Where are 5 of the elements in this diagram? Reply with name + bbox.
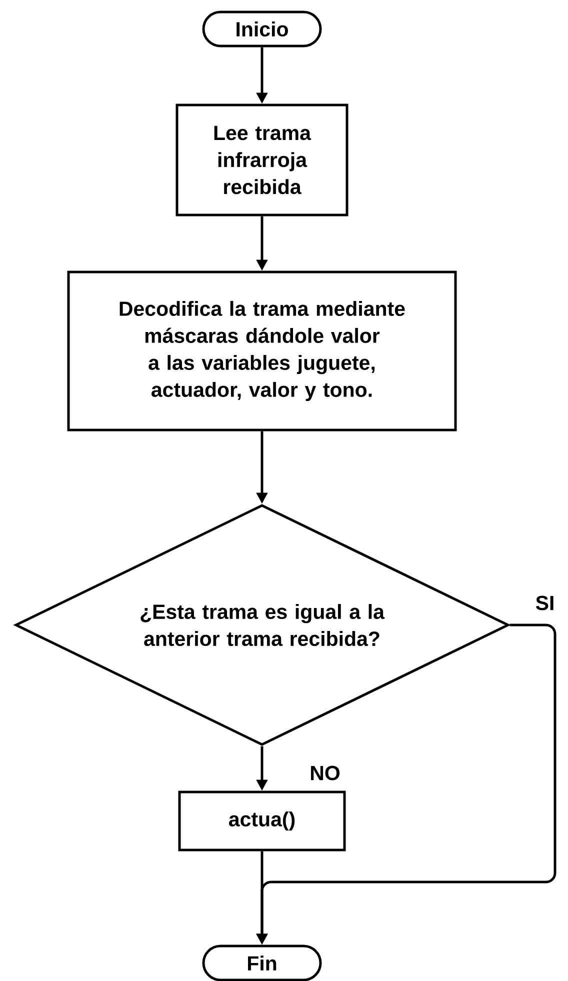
edge-label: NO xyxy=(308,764,342,782)
process-box: Decodifica la trama mediante máscaras dándole valor a las variables juguete, actuador, valor y tono. xyxy=(67,270,457,432)
edge-label: SI xyxy=(534,594,556,612)
process-box: Lee trama infrarroja recibida xyxy=(176,104,348,216)
process-box: actua() xyxy=(178,790,346,852)
